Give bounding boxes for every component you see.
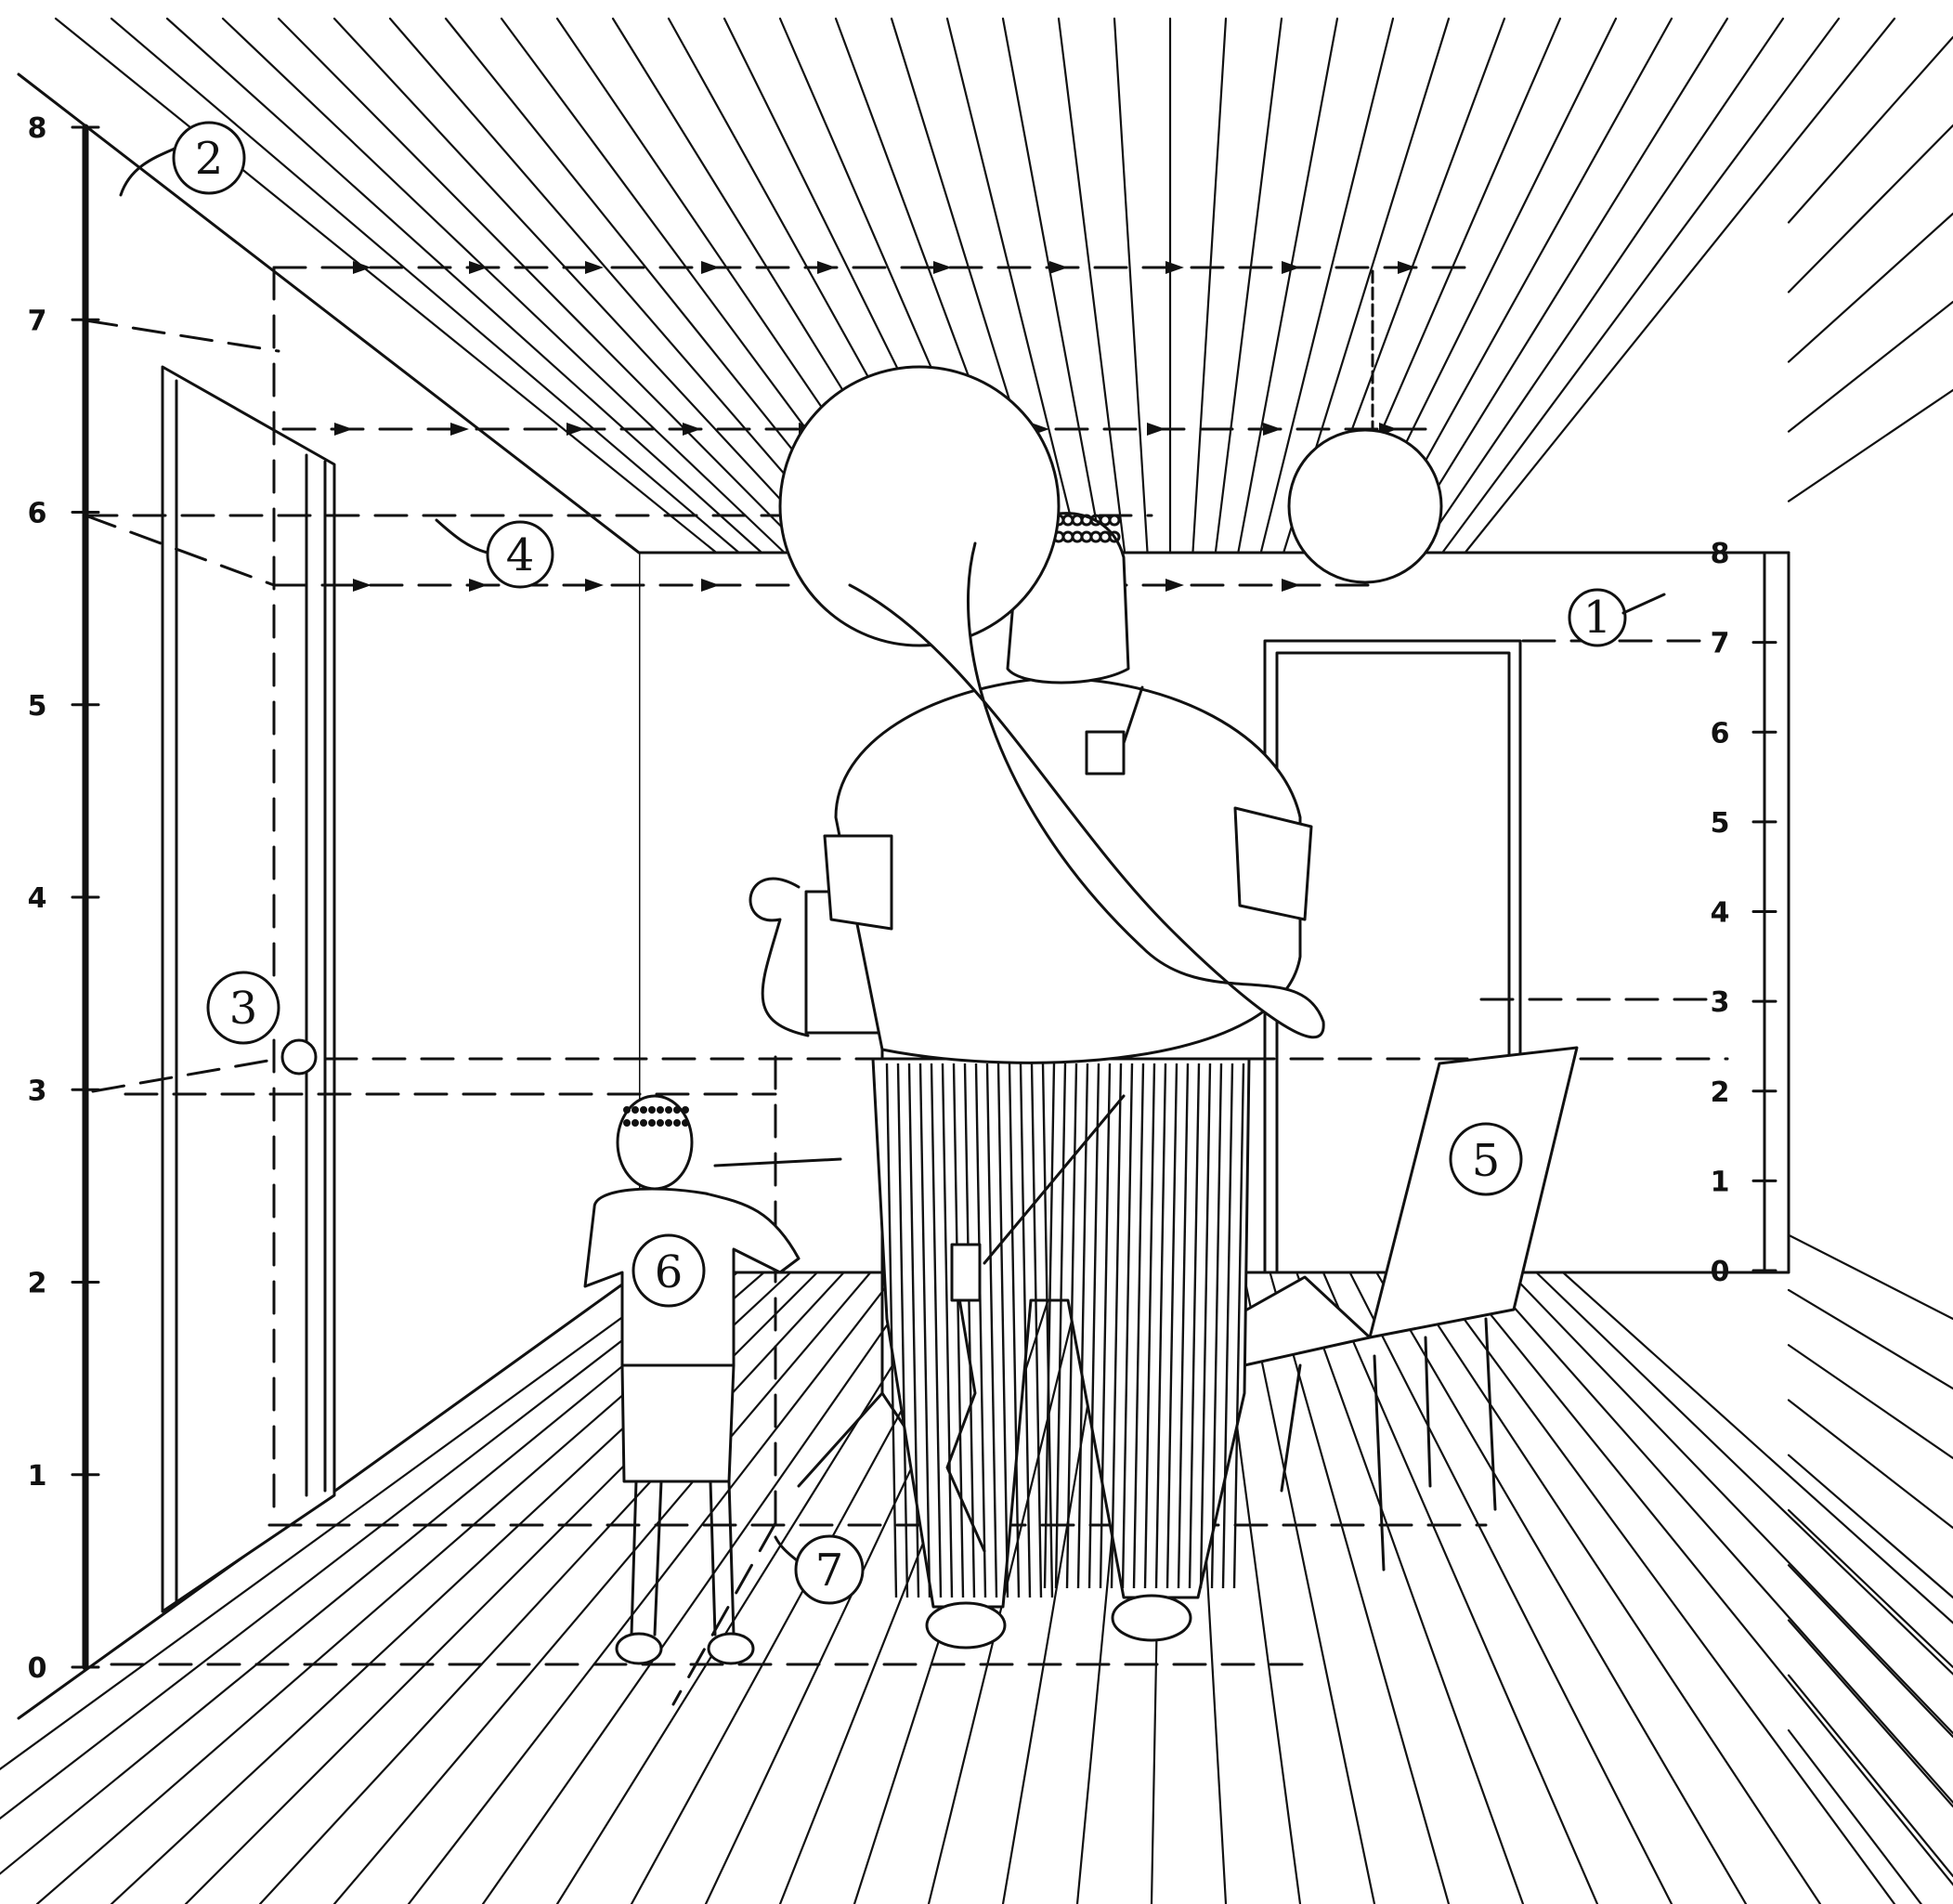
hair-dot — [642, 1121, 646, 1126]
right-scale-label: 4 — [1711, 897, 1730, 930]
left-scale-label: 0 — [28, 1652, 47, 1685]
hanging-lamp — [1289, 271, 1441, 582]
hair-dot — [650, 1108, 655, 1113]
right-wall-line — [1789, 1730, 1953, 1904]
arrowhead — [566, 423, 585, 436]
left-scale-label: 8 — [28, 112, 47, 145]
hair-dot — [658, 1121, 663, 1126]
hair-dot — [650, 1121, 655, 1126]
callout-7: 7 — [775, 1536, 863, 1603]
floor-plank-line — [1536, 1272, 1953, 1904]
hair-dot — [625, 1121, 630, 1126]
right-scale-labels: 0 1 2 3 4 5 6 7 8 — [1711, 538, 1730, 1288]
right-scale-label: 8 — [1711, 538, 1730, 570]
right-wall-line — [1789, 1345, 1953, 1458]
ceiling-plank-line — [1192, 19, 1226, 553]
left-scale-label: 1 — [28, 1460, 47, 1493]
floor-plank-line — [1510, 1272, 1953, 1904]
hair-curl — [1110, 515, 1119, 525]
right-scale-label: 6 — [1711, 717, 1730, 750]
ceiling-plank-line — [1114, 19, 1148, 553]
callout-3: 3 — [208, 972, 279, 1043]
left-scale-label: 3 — [28, 1075, 47, 1107]
floor-plank-line — [1456, 1272, 1953, 1904]
right-wall-line — [1789, 125, 1953, 293]
left-scale-label: 7 — [28, 305, 47, 337]
hair-dot — [625, 1108, 630, 1113]
arrowhead — [1263, 423, 1282, 436]
right-wall-line — [1789, 1290, 1953, 1389]
hair-dot — [684, 1121, 688, 1126]
right-scale-label: 3 — [1711, 986, 1730, 1019]
floor-plank-line — [1323, 1272, 1597, 1904]
floor-plank-line — [1270, 1272, 1449, 1904]
ceiling-plank-line — [1059, 19, 1125, 553]
floor-plank-line — [1403, 1272, 1820, 1904]
right-scale-label: 0 — [1711, 1256, 1730, 1288]
arrowhead — [683, 423, 701, 436]
floor-plank-line — [1350, 1272, 1672, 1904]
callout-4-label: 4 — [506, 529, 535, 581]
callout-7-label: 7 — [815, 1545, 844, 1597]
arrowhead — [701, 261, 720, 274]
door-knob — [282, 1040, 316, 1074]
right-scale-label: 1 — [1711, 1166, 1730, 1198]
right-scale-label: 2 — [1711, 1076, 1730, 1109]
right-scale-label: 7 — [1711, 628, 1730, 660]
right-wall-line — [1789, 390, 1953, 502]
right-wall-line — [1789, 1400, 1953, 1528]
hair-dot — [642, 1108, 646, 1113]
arrowhead — [1147, 423, 1165, 436]
floor-plank-line — [1243, 1272, 1374, 1904]
left-scale-label: 2 — [28, 1268, 47, 1300]
callout-6: 6 — [633, 1235, 704, 1306]
right-wall-line — [1789, 1455, 1953, 1598]
right-wall-line — [1789, 1235, 1953, 1319]
ceiling-plank-line — [1397, 19, 1727, 553]
callout-5: 5 — [1451, 1124, 1521, 1194]
arrowhead — [933, 261, 952, 274]
left-scale-label: 6 — [28, 498, 47, 530]
right-scale-label: 5 — [1711, 807, 1730, 840]
callout-6-label: 6 — [655, 1246, 684, 1298]
right-wall-line — [1789, 214, 1953, 362]
right-wall-line — [1789, 37, 1953, 222]
ceiling-plank-line — [1216, 19, 1282, 553]
arrowhead — [817, 261, 836, 274]
floor-plank-line — [1376, 1272, 1746, 1904]
floor-plank-line — [1483, 1272, 1953, 1904]
callout-1-label: 1 — [1583, 592, 1612, 644]
hair-dot — [675, 1108, 680, 1113]
callout-3-label: 3 — [229, 983, 258, 1035]
right-wall-plank-lines — [1789, 37, 1953, 1904]
hair-dot — [667, 1121, 671, 1126]
hair-dot — [633, 1108, 638, 1113]
right-wall-line — [1789, 302, 1953, 432]
arrowhead — [1049, 261, 1068, 274]
hair-dot — [684, 1108, 688, 1113]
hair-dot — [658, 1108, 663, 1113]
floor-plank-line — [1430, 1272, 1894, 1904]
ceiling-plank-line — [1442, 19, 1839, 553]
arrowhead — [469, 261, 488, 274]
left-scale-label: 4 — [28, 882, 47, 915]
hair-dot — [675, 1121, 680, 1126]
arrowhead — [1165, 261, 1184, 274]
hair-dot — [633, 1121, 638, 1126]
hair-dot — [667, 1108, 671, 1113]
callout-5-label: 5 — [1472, 1135, 1501, 1187]
callout-2-label: 2 — [195, 133, 224, 185]
left-scale-label: 5 — [28, 690, 47, 723]
